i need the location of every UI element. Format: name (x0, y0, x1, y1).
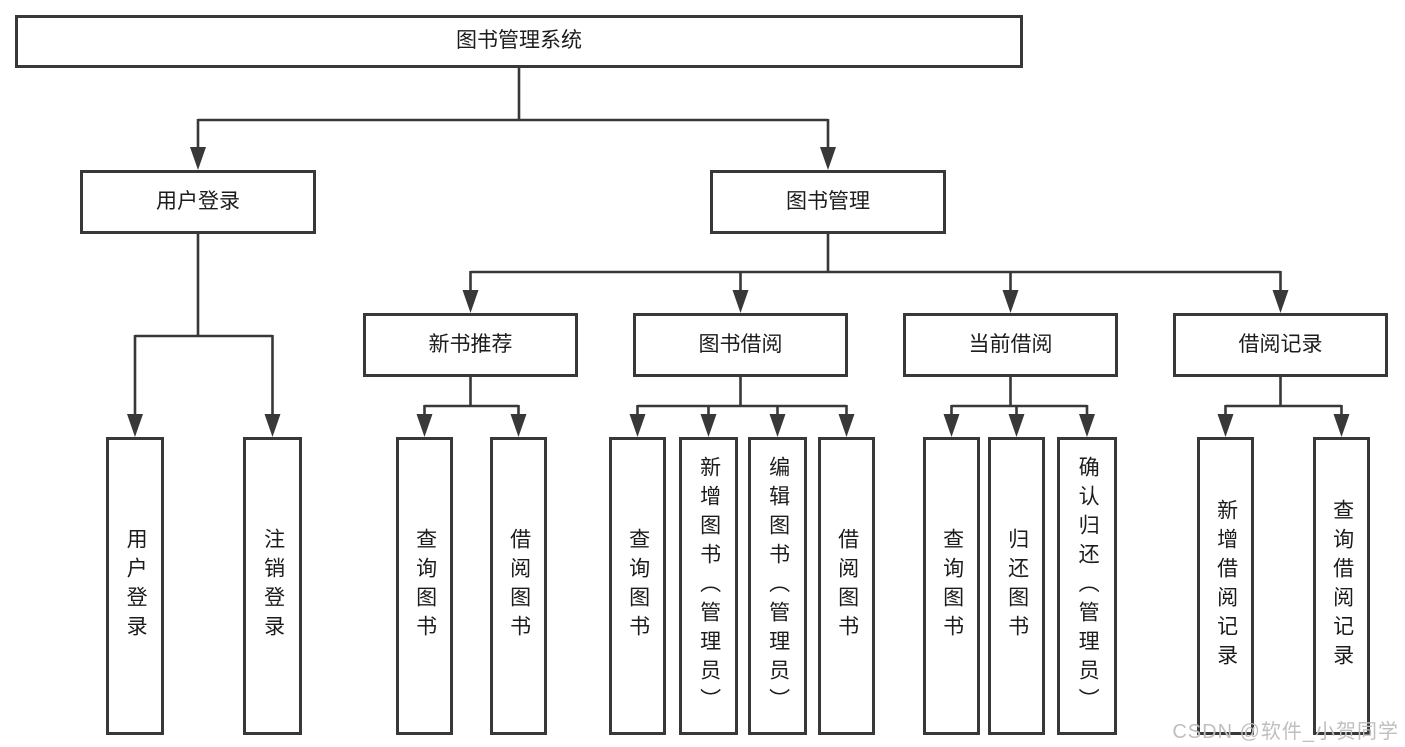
leaf-label: 查询借阅记录 (1330, 499, 1354, 673)
node-borrowing-records: 借阅记录 (1173, 313, 1388, 377)
node-root: 图书管理系统 (15, 15, 1023, 68)
leaf-label: 借阅图书 (835, 528, 859, 644)
leaf-label: 注销登录 (261, 528, 285, 644)
leaf-label: 查询图书 (940, 528, 964, 644)
leaf-label: 用户登录 (124, 528, 148, 644)
leaf-query-borrow-record: 查询借阅记录 (1313, 437, 1370, 735)
leaf-label: 归还图书 (1005, 528, 1029, 644)
leaf-add-books-admin: 新增图书（管理员） (679, 437, 738, 735)
node-label: 新书推荐 (428, 332, 513, 356)
node-book-management: 图书管理 (710, 170, 946, 234)
leaf-add-borrow-record: 新增借阅记录 (1197, 437, 1254, 735)
leaf-query-books-recommend: 查询图书 (396, 437, 453, 735)
leaf-borrow-books-borrowing: 借阅图书 (818, 437, 875, 735)
leaf-query-books-current: 查询图书 (923, 437, 980, 735)
leaf-label: 查询图书 (413, 528, 437, 644)
leaf-borrow-books-recommend: 借阅图书 (490, 437, 547, 735)
node-new-book-recommendation: 新书推荐 (363, 313, 578, 377)
leaf-edit-books-admin: 编辑图书（管理员） (748, 437, 807, 735)
leaf-label: 借阅图书 (507, 528, 531, 644)
leaf-label: 新增图书（管理员） (697, 455, 721, 717)
node-label: 图书管理 (786, 189, 870, 213)
leaf-label: 确认归还（管理员） (1076, 455, 1100, 717)
node-user-login: 用户登录 (80, 170, 316, 234)
leaf-user-login: 用户登录 (106, 437, 164, 735)
node-label: 借阅记录 (1238, 332, 1323, 356)
leaf-logout: 注销登录 (243, 437, 302, 735)
leaf-label: 新增借阅记录 (1214, 499, 1238, 673)
leaf-label: 编辑图书（管理员） (766, 455, 790, 717)
node-book-borrowing: 图书借阅 (633, 313, 848, 377)
node-label: 用户登录 (156, 189, 240, 213)
node-label: 图书管理系统 (456, 29, 582, 53)
node-label: 当前借阅 (968, 332, 1053, 356)
node-current-borrowing: 当前借阅 (903, 313, 1118, 377)
node-label: 图书借阅 (698, 332, 783, 356)
leaf-confirm-return-admin: 确认归还（管理员） (1057, 437, 1117, 735)
leaf-return-books: 归还图书 (988, 437, 1045, 735)
leaf-query-books-borrowing: 查询图书 (609, 437, 666, 735)
leaf-label: 查询图书 (626, 528, 650, 644)
